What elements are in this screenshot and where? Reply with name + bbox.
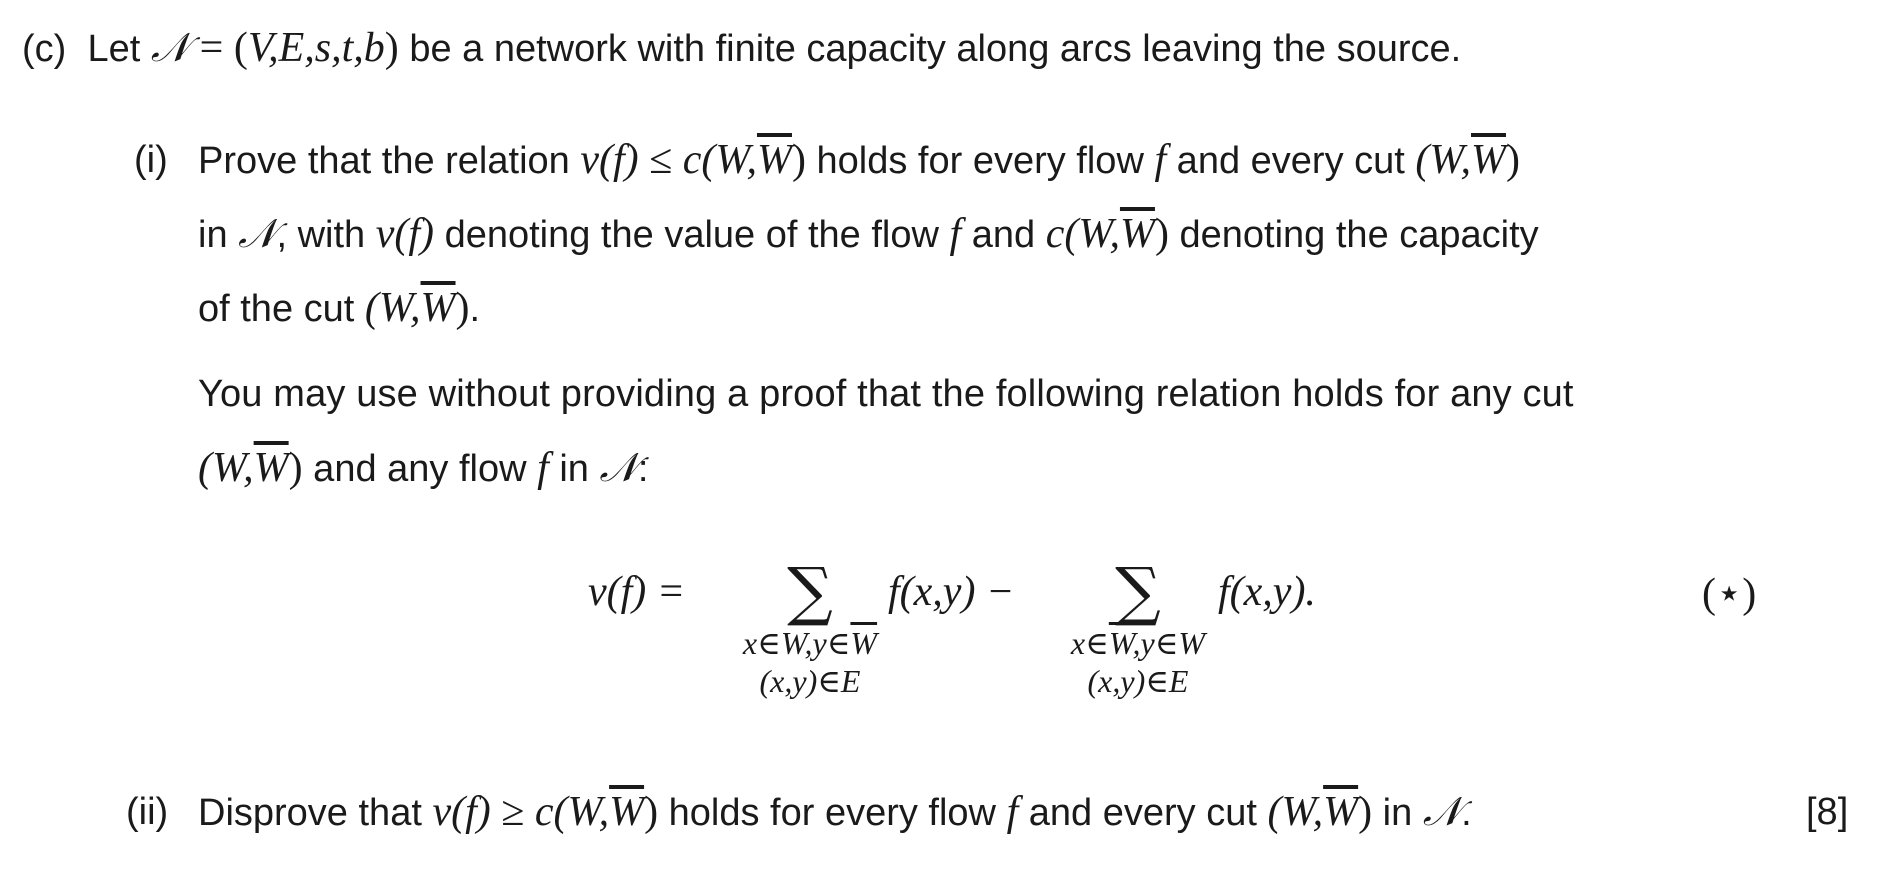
- displayed-equation: v(f) = ∑ x∈W,y∈W (x,y)∈E f(x,y) − ∑ x∈W,…: [0, 560, 1900, 720]
- equation-tag: (⋆): [1702, 571, 1757, 617]
- sum-2-subscript-2: (x,y)∈E: [1087, 663, 1189, 699]
- part-i-line-2: in 𝒩, with v(f) denoting the value of th…: [198, 211, 1539, 257]
- marks-badge: [8]: [1806, 791, 1849, 833]
- part-i-label: (i): [134, 139, 168, 181]
- part-i-line-3: of the cut (W,W).: [198, 285, 481, 331]
- sum-2-subscript-1: x∈W,y∈W: [1070, 625, 1206, 661]
- sum-1: ∑ x∈W,y∈W (x,y)∈E: [720, 560, 900, 700]
- part-ii-label: (ii): [126, 791, 169, 833]
- sigma-symbol-1: ∑: [787, 555, 833, 629]
- equation-lhs: v(f) =: [588, 569, 686, 615]
- part-c-label: (c): [22, 28, 67, 70]
- network-symbol: 𝒩: [150, 25, 190, 71]
- sum-1-subscript-2: (x,y)∈E: [759, 663, 861, 699]
- sigma-symbol-2: ∑: [1115, 555, 1161, 629]
- part-ii-line: Disprove that v(f) ≥ c(W,W) holds for ev…: [198, 789, 1472, 835]
- part-i-para2-line-2: (W,W) and any flow f in 𝒩:: [198, 445, 649, 491]
- sum-2: ∑ x∈W,y∈W (x,y)∈E: [1048, 560, 1228, 700]
- part-i-para2-line-1: You may use without providing a proof th…: [198, 373, 1574, 415]
- equation-term-2: f(x,y).: [1218, 569, 1316, 615]
- sum-1-subscript-1: x∈W,y∈W: [742, 625, 878, 661]
- part-i-line-1: Prove that the relation v(f) ≤ c(W,W) ho…: [198, 137, 1520, 183]
- part-c-line: (c) Let 𝒩 = (V,E,s,t,b) be a network wit…: [22, 25, 1462, 71]
- equation-term-1: f(x,y) −: [888, 569, 1015, 615]
